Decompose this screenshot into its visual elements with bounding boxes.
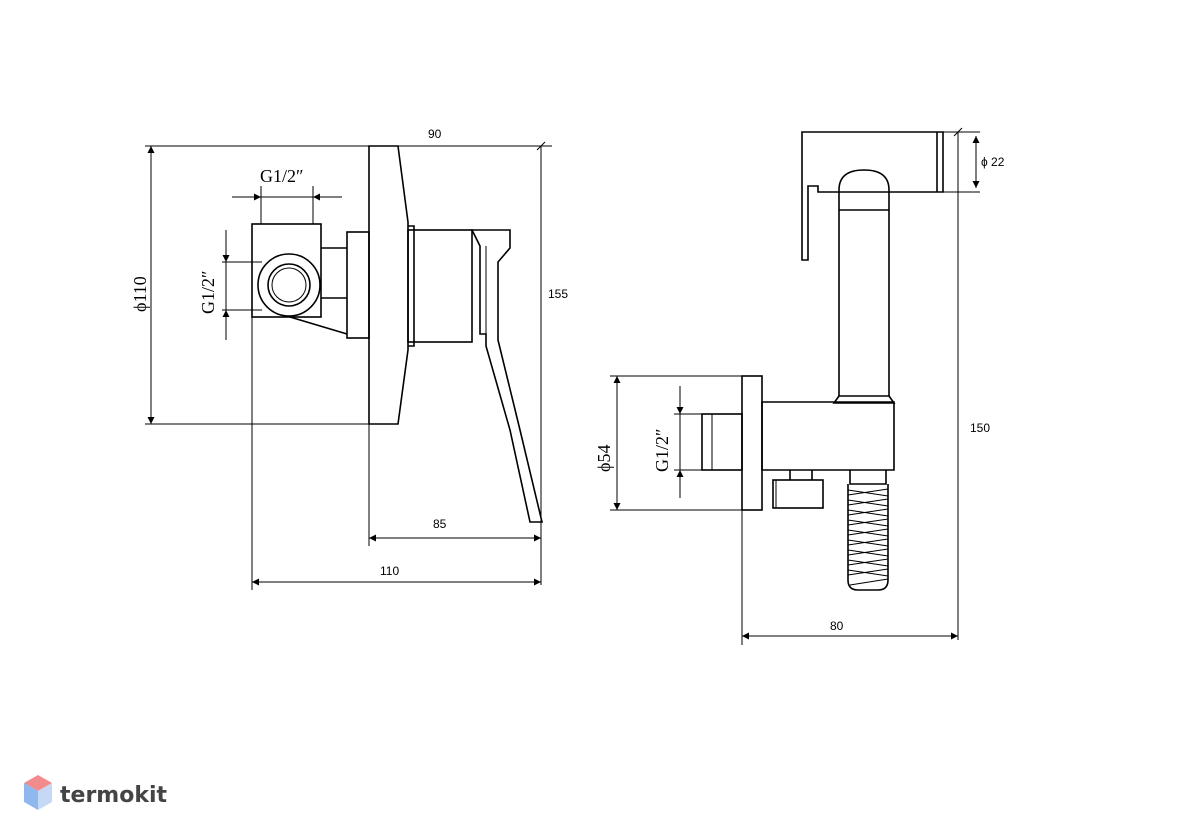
mixer-lever-handle [470,229,544,523]
mixer-thread-top-label: G1/2″ [260,166,304,186]
shower-flange-diameter-label: ϕ54 [594,445,614,472]
shower-wall-flange [741,375,763,511]
shower-height-label: 150 [970,421,990,435]
shower-handle-tube [838,169,890,397]
shower-drawing: ϕ 22 150 ϕ54 G1/2″ 80 [594,127,1005,645]
brand-name: termokit [60,783,167,808]
mixer-width-top-label: 90 [428,127,442,141]
mixer-wall-plate [368,145,409,425]
cube-icon [24,775,52,810]
mixer-drawing: G1/2″ G1/2″ ϕ110 90 155 85 110 [130,127,568,590]
shower-thread-label: G1/2″ [652,429,672,473]
mixer-cartridge-housing [346,231,370,339]
shower-depth-label: 80 [830,619,844,633]
mixer-depth-handle-label: 85 [433,517,447,531]
shower-hose-nut [772,479,824,509]
mixer-body [251,223,322,318]
mixer-plate-diameter-label: ϕ110 [130,276,150,312]
mixer-thread-side-label: G1/2″ [198,271,218,315]
mixer-depth-total-label: 110 [380,564,399,578]
shower-head-diameter-label: ϕ 22 [981,155,1005,169]
shower-holder [761,401,895,471]
mixer-side-connection [257,253,321,317]
termokit-logo: termokit [24,775,167,810]
mixer-height-label: 155 [548,287,568,301]
shower-hose [847,484,889,591]
shower-head [801,131,944,261]
